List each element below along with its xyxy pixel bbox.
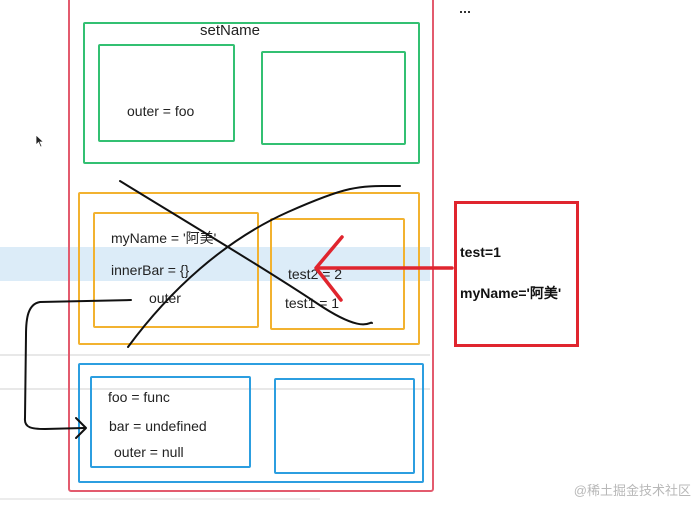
innerbar-variable: innerBar = {} (111, 262, 190, 278)
divider-line (0, 388, 430, 390)
myname-variable: myName = '阿美' (111, 230, 217, 246)
call-stack (68, 0, 434, 492)
closure-test-value: test=1 (460, 244, 501, 260)
outer-label: outer (149, 290, 181, 306)
bar-variable: bar = undefined (109, 418, 207, 434)
global-execution-context (83, 22, 420, 164)
lexical-environment (261, 51, 406, 145)
lexical-environment (274, 378, 415, 474)
test2-variable: test2 = 2 (288, 266, 343, 282)
toolbar-dots (460, 0, 474, 13)
outer-label: outer = null (114, 444, 184, 460)
closure-box (454, 201, 579, 347)
context-title: setName (200, 22, 261, 39)
divider-line (0, 498, 320, 500)
watermark: @稀土掘金技术社区 (573, 483, 691, 498)
foo-variable: foo = func (108, 389, 170, 405)
test1-variable: test1 = 1 (285, 295, 340, 311)
divider-line (0, 354, 430, 356)
variable-environment (98, 44, 235, 142)
outer-label: outer = foo (127, 103, 195, 119)
closure-myname-value: myName='阿美' (460, 285, 562, 301)
mouse-pointer-icon (35, 134, 45, 148)
